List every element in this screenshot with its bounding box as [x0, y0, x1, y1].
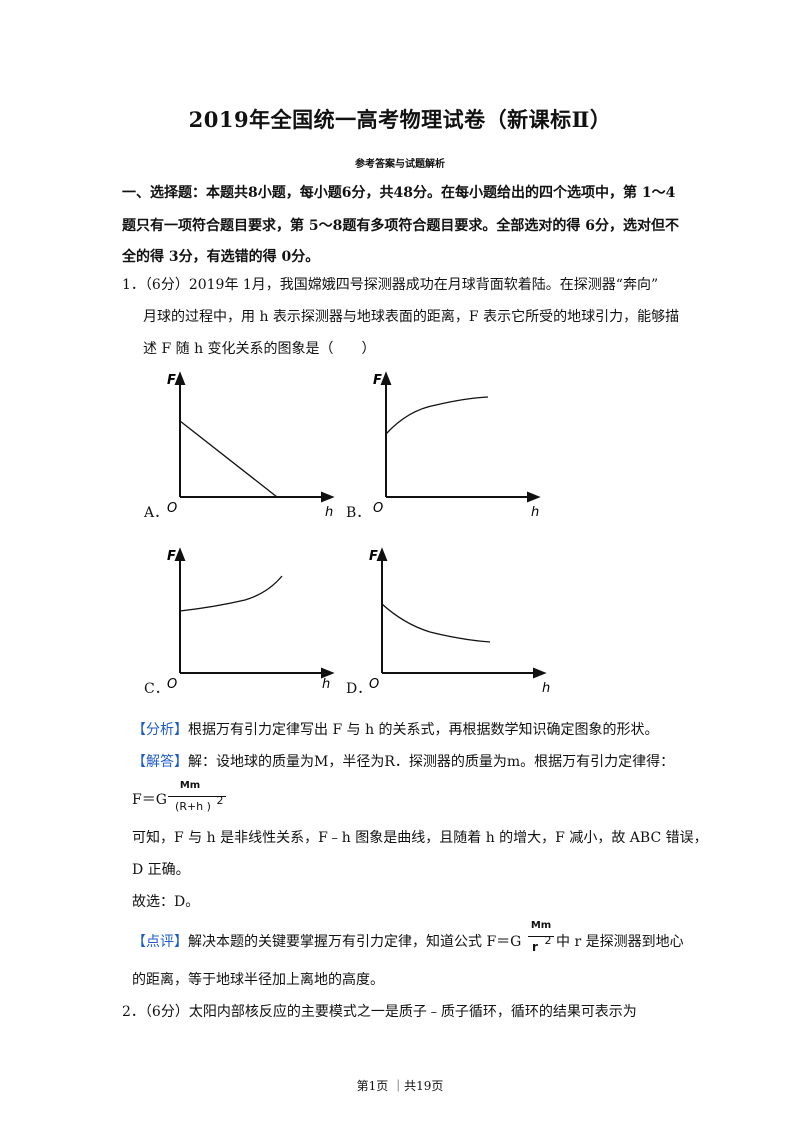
comment-line-1: 【点评】解决本题的关键要掌握万有引力定律，知道公式 F＝G: [132, 932, 572, 952]
origin-label: O: [167, 677, 177, 692]
y-axis-arrow: [380, 371, 392, 385]
formula-lhs: F＝G: [132, 792, 167, 808]
x-axis-label: h: [531, 505, 539, 520]
comment-tag: 【点评】: [132, 934, 188, 950]
y-axis-label: F: [369, 549, 378, 564]
formula-numerator: Mm: [179, 780, 201, 791]
curve-linear-decrease: [179, 420, 278, 498]
formula-exponent: 2: [216, 794, 224, 807]
q1-stem-line-2: 月球的过程中，用 h 表示探测器与地球表面的距离，F 表示它所受的地球引力，能够…: [143, 309, 680, 325]
x-axis-label: h: [542, 681, 550, 696]
y-axis-label: F: [167, 373, 176, 388]
x-axis-label: h: [325, 505, 333, 520]
q1-stem-line-1: 1．（6分）2019年 1月，我国嫦娥四号探测器成功在月球背面软着陆。在探测器“…: [122, 277, 659, 293]
q1-stem-line-3: 述 F 随 h 变化关系的图象是（ ）: [143, 341, 376, 357]
x-axis-arrow: [527, 491, 541, 503]
answer-tag: 【解答】: [132, 754, 188, 770]
answer-line: 【解答】解：设地球的质量为M，半径为R．探测器的质量为m。根据万有引力定律得：: [132, 752, 752, 772]
option-c-label: C．: [144, 681, 169, 697]
curve-increasing-concave: [385, 396, 489, 435]
graph-option-c: F O h: [167, 547, 335, 692]
y-axis-arrow: [174, 371, 186, 385]
comment-formula-numerator: Mm: [530, 920, 552, 931]
y-axis-label: F: [373, 373, 382, 388]
page-title: 2019年全国统一高考物理试卷（新课标Ⅱ）: [188, 107, 612, 132]
option-b-label: B．: [346, 505, 371, 521]
formula-fraction-bar: [168, 796, 226, 797]
origin-label: O: [373, 501, 383, 516]
analysis-text: 根据万有引力定律写出 F 与 h 的关系式，再根据数学知识确定图象的形状。: [188, 722, 659, 738]
comment-line-3: 的距离，等于地球半径加上离地的高度。: [132, 972, 384, 988]
option-a-label: A．: [144, 505, 169, 521]
page-footer: 第1页 ｜共19页: [356, 1079, 444, 1093]
y-axis-label: F: [167, 549, 176, 564]
x-axis-arrow: [533, 667, 547, 679]
answer-text: 解：设地球的质量为M，半径为R．探测器的质量为m。根据万有引力定律得：: [188, 754, 675, 770]
section-instructions-line-1: 一、选择题：本题共8小题，每小题6分，共48分。在每小题给出的四个选项中，第 1…: [122, 185, 676, 201]
y-axis-arrow: [376, 547, 388, 561]
comment-text-1: 解决本题的关键要掌握万有引力定律，知道公式 F＝G: [188, 934, 522, 950]
formula-denominator: (R+h ): [175, 800, 211, 813]
origin-label: O: [369, 677, 379, 692]
page-subtitle: 参考答案与试题解析: [355, 159, 445, 170]
graph-option-d: F O h: [369, 547, 550, 696]
x-axis-arrow: [321, 491, 335, 503]
origin-label: O: [167, 501, 177, 516]
comment-text-2: 中 r 是探测器到地心: [556, 934, 684, 950]
section-instructions-line-2: 题只有一项符合题目要求，第 5～8题有多项符合题目要求。全部选对的得 6分，选对…: [122, 218, 679, 234]
comment-fraction-bar: [528, 936, 554, 937]
graph-option-a: F O h: [167, 371, 335, 520]
x-axis-label: h: [322, 677, 330, 692]
analysis-line: 【分析】根据万有引力定律写出 F 与 h 的关系式，再根据数学知识确定图象的形状…: [132, 720, 752, 740]
conclusion-line-2: D 正确。: [132, 862, 190, 878]
conclusion-line-1: 可知，F 与 h 是非线性关系，F﹣h 图象是曲线，且随着 h 的增大，F 减小…: [132, 830, 708, 846]
graph-option-b: F O h: [373, 371, 541, 520]
comment-formula-exponent: 2: [544, 934, 552, 947]
y-axis-arrow: [174, 547, 186, 561]
x-axis-arrow: [321, 667, 335, 679]
choice-line: 故选：D。: [132, 894, 200, 910]
curve-decreasing-convex: [381, 603, 491, 643]
section-instructions-line-3: 全的得 3分，有选错的得 0分。: [122, 249, 320, 265]
q2-stem-line-1: 2．（6分）太阳内部核反应的主要模式之一是质子﹣质子循环，循环的结果可表示为: [122, 1004, 637, 1020]
analysis-tag: 【分析】: [132, 722, 188, 738]
comment-formula-denominator: r: [532, 940, 538, 954]
curve-increasing-convex: [179, 575, 283, 612]
option-d-label: D．: [346, 681, 372, 697]
